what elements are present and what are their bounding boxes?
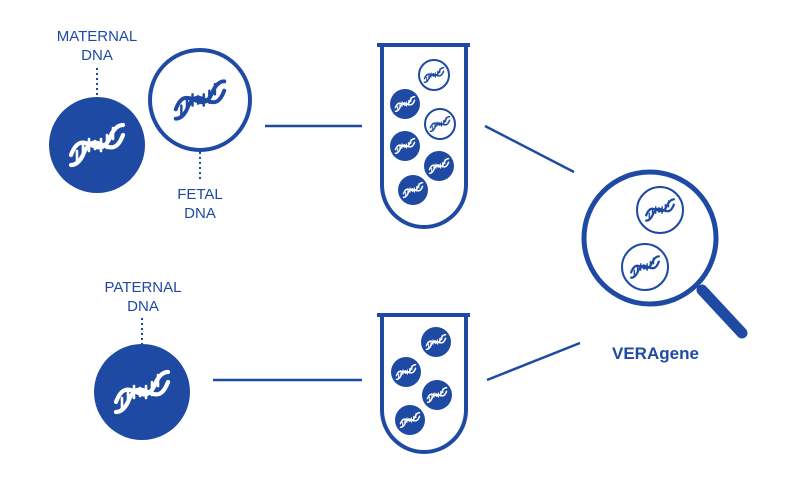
maternal-dna-circle xyxy=(49,97,145,193)
fetal-dna-label: FETAL DNA xyxy=(165,185,235,223)
tube-fetal-cell xyxy=(424,108,456,140)
magnified-fetal-cell xyxy=(636,186,684,234)
veragene-label: VERAgene xyxy=(612,344,699,363)
magnified-fetal-cell xyxy=(621,243,669,291)
paternal-dna-label: PATERNAL DNA xyxy=(92,278,194,316)
paternal-label-line2: DNA xyxy=(127,298,159,315)
tube-maternal-cell xyxy=(398,175,428,205)
fetal-label-line1: FETAL xyxy=(177,186,223,203)
magnifying-glass-icon xyxy=(581,169,748,339)
tube-maternal-cell xyxy=(424,151,454,181)
test-tube-icon xyxy=(377,313,470,454)
fetal-label-line2: DNA xyxy=(184,205,216,222)
maternal-dna-label: MATERNAL DNA xyxy=(46,27,148,65)
tube1-to-magnifier-line xyxy=(484,124,575,174)
paternal-dna-circle xyxy=(94,344,190,440)
fetal-dna-circle xyxy=(148,48,252,152)
maternal-label-line2: DNA xyxy=(81,47,113,64)
tube-paternal-cell xyxy=(391,357,421,387)
maternal-label-line1: MATERNAL xyxy=(56,28,138,45)
test-tube-icon xyxy=(377,43,470,229)
tube-paternal-cell xyxy=(395,405,425,435)
paternal-label-line1: PATERNAL xyxy=(104,279,182,296)
tube-fetal-cell xyxy=(418,59,450,91)
tube2-to-magnifier-line xyxy=(486,341,581,382)
tube-paternal-cell xyxy=(422,380,452,410)
tube-paternal-cell xyxy=(421,327,451,357)
tube-maternal-cell xyxy=(390,131,420,161)
tube-maternal-cell xyxy=(390,89,420,119)
